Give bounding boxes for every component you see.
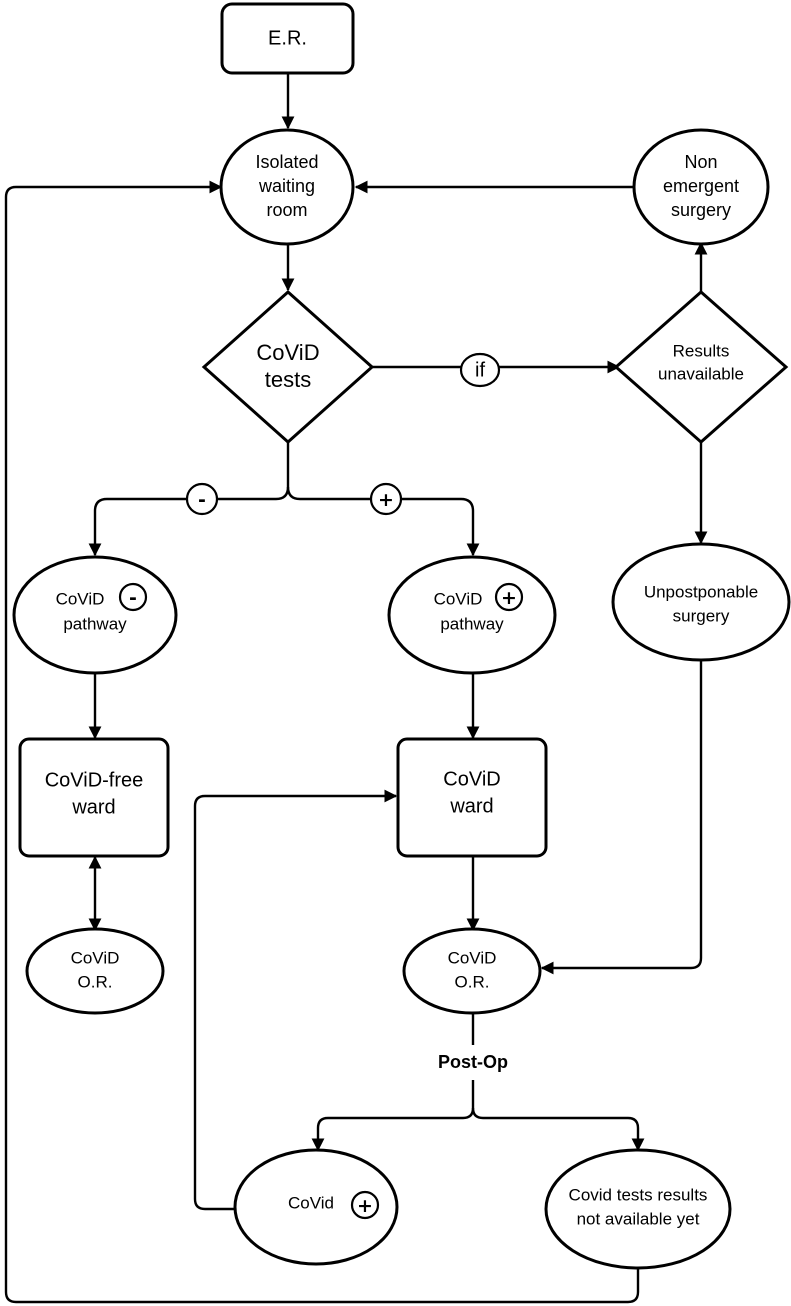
covid-or-right-line-2: O.R.	[455, 972, 490, 991]
node-covid-positive-postop: CoVid +	[233, 1148, 399, 1266]
positive-postop-badge	[350, 1190, 380, 1220]
waiting-room-line-2: waiting	[258, 176, 315, 196]
covid-tests-line-2: tests	[265, 367, 311, 392]
covid-free-ward-box	[18, 737, 170, 858]
positive-pathway-sign: +	[501, 587, 517, 609]
covid-ward-line-2: ward	[449, 795, 493, 817]
non-emergent-ellipse	[632, 128, 770, 246]
edges	[4, 73, 708, 1304]
node-er: E.R.	[220, 2, 355, 75]
node-tests-not-available: Covid tests results not available yet	[544, 1148, 732, 1270]
results-unavailable-line-2: unavailable	[658, 364, 744, 383]
covid-ward-line-1: CoViD	[443, 768, 500, 790]
node-covid-ward: CoViD ward	[396, 737, 548, 858]
waiting-room-line-1: Isolated	[255, 152, 318, 172]
node-covid-tests: CoViD tests	[201, 289, 375, 445]
waiting-room-line-3: room	[266, 200, 307, 220]
positive-postop-sign: +	[357, 1195, 373, 1217]
post-op-label: Post-Op	[438, 1052, 508, 1072]
covid-ward-box	[396, 737, 548, 858]
tests-not-available-line-1: Covid tests results	[569, 1185, 708, 1204]
node-covid-or-right: CoViD O.R.	[402, 927, 542, 1015]
er-box	[220, 2, 355, 75]
unpostponable-line-2: surgery	[673, 606, 730, 625]
unpostponable-ellipse	[611, 542, 791, 662]
tests-not-available-ellipse	[544, 1148, 732, 1270]
negative-badge	[185, 482, 219, 516]
covid-free-ward-line-2: ward	[71, 796, 115, 818]
edge-notavailable-to-waiting	[4, 180, 640, 1304]
covid-free-ward-line-1: CoViD-free	[45, 769, 144, 791]
positive-pathway-prefix: CoViD	[434, 589, 483, 608]
positive-pathway-line-2: pathway	[440, 614, 504, 633]
unpostponable-line-1: Unpostponable	[644, 582, 758, 601]
results-unavailable-line-1: Results	[673, 341, 730, 360]
negative-sign: -	[198, 489, 206, 511]
covid-or-left-line-2: O.R.	[78, 972, 113, 991]
edge-positive-postop-to-ward	[193, 789, 398, 1211]
edge-label-positive: +	[369, 482, 403, 516]
node-non-emergent-surgery: Non emergent surgery	[632, 128, 770, 246]
edge-postop-split	[311, 1080, 475, 1152]
node-covid-negative-pathway: CoViD - pathway	[12, 555, 178, 675]
covid-tests-line-1: CoViD	[256, 340, 319, 365]
node-unpostponable-surgery: Unpostponable surgery	[611, 542, 791, 662]
edge-label-negative: -	[185, 482, 219, 516]
node-isolated-waiting-room: Isolated waiting room	[219, 128, 355, 246]
non-emergent-line-1: Non	[684, 152, 717, 172]
if-badge	[459, 352, 501, 388]
positive-postop-ellipse	[233, 1148, 399, 1266]
positive-pathway-badge	[494, 582, 524, 612]
node-covid-or-left: CoViD O.R.	[25, 927, 165, 1015]
er-label: E.R.	[268, 27, 307, 49]
edge-postop-split-right	[471, 1107, 645, 1152]
edge-label-if: if	[459, 352, 501, 388]
negative-pathway-sign: -	[129, 587, 137, 609]
positive-postop-prefix: CoVid	[288, 1193, 334, 1212]
node-covid-positive-pathway: CoViD + pathway	[387, 555, 557, 675]
covid-or-left-line-1: CoViD	[71, 948, 120, 967]
non-emergent-line-3: surgery	[671, 200, 731, 220]
waiting-room-ellipse	[219, 128, 355, 246]
covid-tests-diamond	[201, 289, 375, 445]
if-label: if	[475, 359, 485, 381]
edge-tests-split-positive	[286, 486, 480, 557]
node-results-unavailable: Results unavailable	[613, 289, 789, 445]
tests-not-available-line-2: not available yet	[577, 1209, 700, 1228]
non-emergent-line-2: emergent	[663, 176, 739, 196]
node-covid-free-ward: CoViD-free ward	[18, 737, 170, 858]
covid-or-left-ellipse	[25, 927, 165, 1015]
results-unavailable-diamond	[613, 289, 789, 445]
negative-pathway-prefix: CoViD	[56, 589, 105, 608]
edge-unpostponable-to-rightor	[540, 660, 703, 975]
positive-badge	[369, 482, 403, 516]
covid-or-right-line-1: CoViD	[448, 948, 497, 967]
covid-or-right-ellipse	[402, 927, 542, 1015]
positive-sign: +	[378, 489, 394, 511]
negative-pathway-badge	[118, 582, 148, 612]
negative-pathway-line-2: pathway	[63, 614, 127, 633]
